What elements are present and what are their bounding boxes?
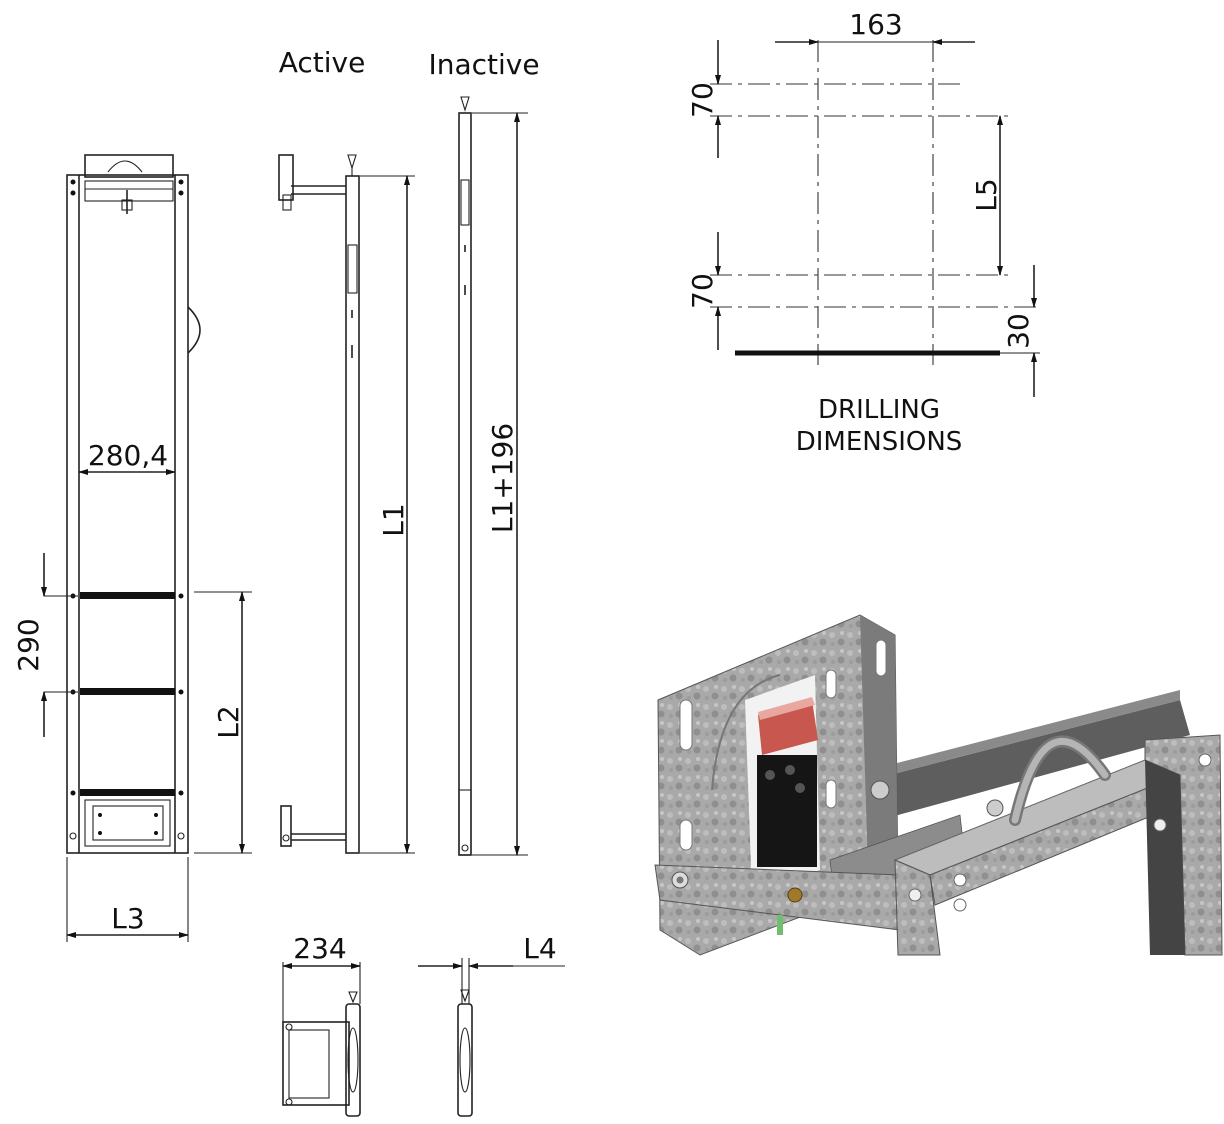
frame-outline: [66, 174, 189, 854]
dim-l3: L3: [111, 902, 144, 935]
active-bracket: [278, 154, 294, 201]
dim-base-offset: 30: [1002, 313, 1035, 349]
top-bracket-box: [84, 154, 174, 178]
dim-inner-width: 280,4: [88, 439, 168, 472]
inactive-side-view: [458, 96, 528, 856]
dim-depth: 234: [293, 932, 346, 965]
rung: [80, 688, 175, 695]
frame-render: [654, 614, 1223, 956]
side-handle: [187, 306, 201, 354]
dim-l5: L5: [970, 178, 1003, 211]
dim-l4: L4: [523, 932, 556, 965]
dim-rung-spacing: 290: [12, 618, 45, 671]
bottom-plate: [84, 799, 171, 847]
rung: [80, 592, 175, 599]
label-drilling-line1: DRILLING: [818, 395, 940, 425]
label-drilling-line2: DIMENSIONS: [796, 427, 963, 457]
dim-top-offset: 70: [686, 82, 719, 118]
top-view-inactive: [418, 958, 565, 1117]
dim-l2: L2: [212, 705, 245, 738]
top-view-active: [282, 962, 361, 1117]
rung: [80, 789, 175, 796]
drilling-diagram: [710, 39, 1040, 397]
dim-hole-spacing: 163: [849, 8, 902, 41]
label-inactive: Inactive: [428, 48, 539, 81]
active-side-view: [278, 154, 415, 854]
dim-bottom-offset: 70: [686, 273, 719, 309]
dim-l1-plus: L1+196: [486, 423, 519, 533]
label-active: Active: [279, 46, 366, 79]
front-view: [41, 154, 252, 942]
dim-l1: L1: [377, 503, 410, 536]
